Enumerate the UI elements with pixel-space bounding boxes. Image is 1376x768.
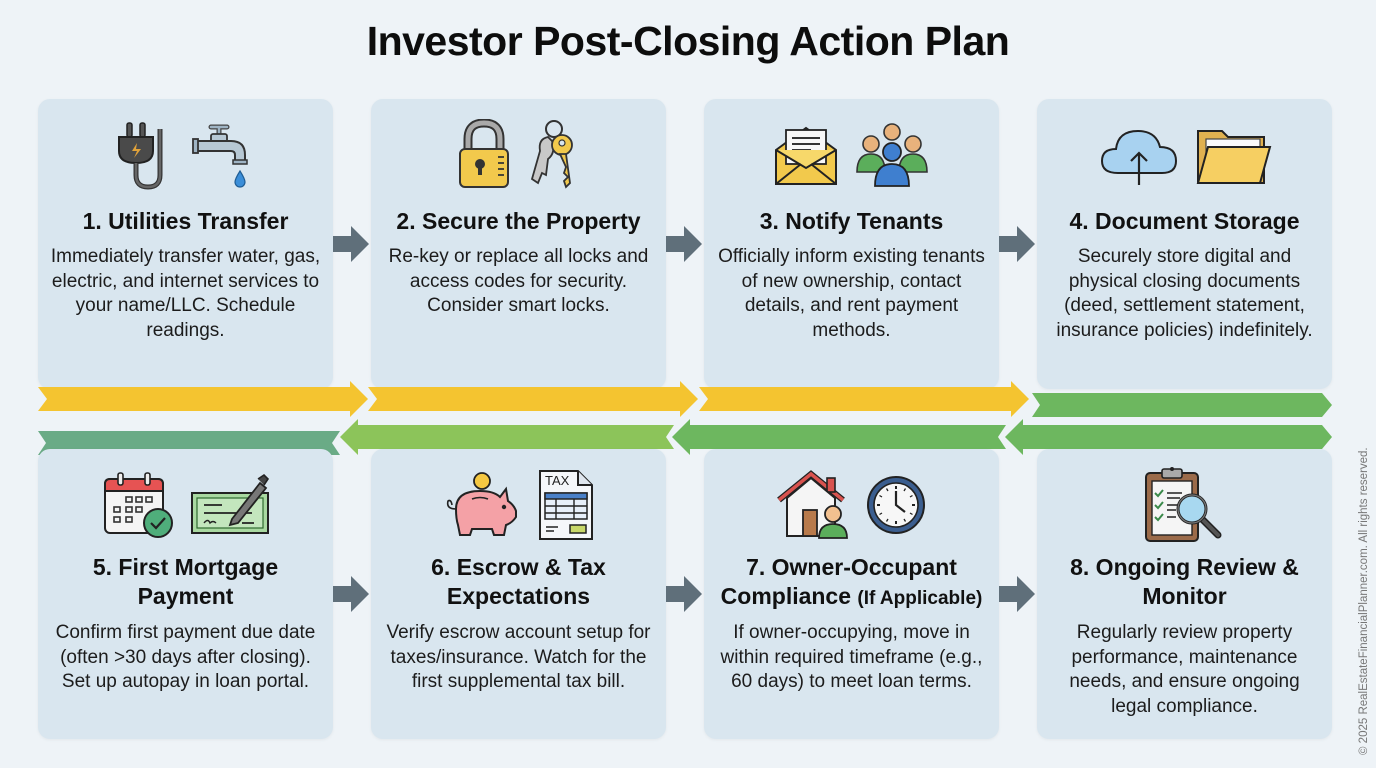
step-card-ongoing-review: 8. Ongoing Review & Monitor Regularly re… — [1037, 449, 1332, 739]
step-description: Re-key or replace all locks and access c… — [388, 246, 649, 316]
next-step-arrow-icon — [333, 576, 369, 612]
cloud-upload-icon — [1100, 129, 1177, 185]
step-card-escrow-tax: TAX 6. Escrow & Tax Expectations Verify … — [371, 449, 666, 739]
envelope-letter-icon — [774, 126, 837, 185]
step-heading: 3. Notify Tenants — [759, 208, 944, 234]
next-step-arrow-icon — [333, 226, 369, 262]
keys-icon — [530, 120, 573, 189]
step-heading: 7. Owner-Occupant Compliance (If Applica… — [710, 553, 993, 613]
progress-band-arrow — [1005, 419, 1332, 455]
copyright-notice: © 2025 RealEstateFinancialPlanner.com. A… — [1358, 447, 1370, 755]
next-step-arrow-icon — [999, 576, 1035, 612]
house-person-icon — [776, 470, 848, 539]
progress-band-arrow — [1032, 393, 1332, 417]
clipboard-magnifier-icon — [1144, 467, 1221, 542]
next-step-arrow-icon — [999, 226, 1035, 262]
progress-band-arrow — [340, 419, 674, 455]
next-step-arrow-icon — [666, 226, 702, 262]
step-card-owner-occupant-compliance: 7. Owner-Occupant Compliance (If Applica… — [704, 449, 999, 739]
clock-icon — [866, 476, 925, 534]
power-plug-icon — [117, 122, 162, 190]
step-heading: 5. First Mortgage Payment — [92, 554, 279, 609]
progress-band-arrow — [38, 381, 368, 417]
step-heading: 4. Document Storage — [1069, 208, 1300, 234]
step-description: Verify escrow account setup for taxes/in… — [386, 622, 651, 692]
step-card-notify-tenants: 3. Notify Tenants Officially inform exis… — [704, 99, 999, 389]
check-pen-icon — [190, 473, 269, 534]
step-description: Officially inform existing tenants of ne… — [718, 246, 985, 341]
step-card-secure-property: 2. Secure the Property Re-key or replace… — [371, 99, 666, 389]
progress-band-arrow — [368, 381, 698, 417]
step-card-utilities-transfer: 1. Utilities Transfer Immediately transf… — [38, 99, 333, 389]
calendar-check-icon — [103, 472, 173, 538]
step-heading-main: 7. Owner-Occupant Compliance — [720, 554, 957, 609]
tax-document-icon: TAX — [538, 470, 593, 540]
step-heading-suffix: (If Applicable) — [857, 588, 983, 609]
page-title: Investor Post-Closing Action Plan — [366, 18, 1010, 64]
step-description: If owner-occupying, move in within requi… — [720, 622, 983, 692]
step-card-document-storage: 4. Document Storage Securely store digit… — [1037, 99, 1332, 389]
tax-label: TAX — [545, 473, 570, 488]
piggy-bank-icon — [446, 472, 517, 536]
progress-band-arrow — [672, 419, 1006, 455]
step-description: Confirm first payment due date (often >3… — [55, 622, 316, 692]
progress-band-arrow — [699, 381, 1029, 417]
water-faucet-icon — [191, 124, 248, 188]
step-heading: 1. Utilities Transfer — [82, 208, 289, 234]
step-heading: 8. Ongoing Review & Monitor — [1070, 554, 1299, 609]
step-heading: 6. Escrow & Tax Expectations — [431, 554, 606, 609]
step-description: Securely store digital and physical clos… — [1056, 246, 1313, 341]
next-step-arrow-icon — [666, 576, 702, 612]
step-heading: 2. Secure the Property — [396, 208, 641, 234]
padlock-icon — [458, 119, 509, 188]
step-description: Regularly review property performance, m… — [1069, 622, 1300, 717]
folder-icon — [1196, 130, 1271, 184]
step-description: Immediately transfer water, gas, electri… — [50, 246, 321, 341]
step-card-first-mortgage-payment: 5. First Mortgage Payment Confirm first … — [38, 449, 333, 739]
people-group-icon — [855, 123, 928, 187]
